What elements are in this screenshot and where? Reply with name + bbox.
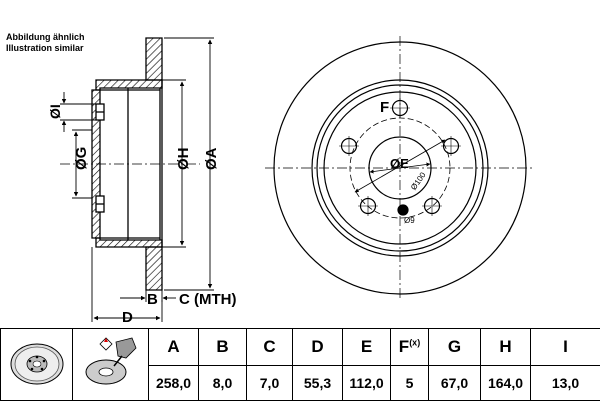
value-D: 55,3 — [293, 366, 343, 401]
tighten-thumbnail — [73, 329, 149, 401]
friction-ring-top — [146, 38, 162, 80]
value-E: 112,0 — [343, 366, 391, 401]
header-G: G — [429, 329, 481, 366]
label-E: ØE — [390, 156, 409, 171]
header-B: B — [199, 329, 247, 366]
note-illustration-de: Abbildung ähnlich — [6, 32, 85, 43]
value-H: 164,0 — [481, 366, 531, 401]
locator-hole — [398, 205, 408, 215]
value-A: 258,0 — [149, 366, 199, 401]
label-D: D — [122, 309, 133, 326]
label-G: ØG — [73, 147, 90, 170]
label-B: B — [147, 291, 158, 308]
brake-disc-icon — [5, 332, 69, 392]
label-C: C (MTH) — [179, 291, 236, 308]
label-F: F — [380, 99, 389, 116]
header-F: F(x) — [391, 329, 429, 366]
value-I: 13,0 — [531, 366, 600, 401]
header-E: E — [343, 329, 391, 366]
value-C: 7,0 — [247, 366, 293, 401]
header-D: D — [293, 329, 343, 366]
header-A: A — [149, 329, 199, 366]
label-hole: Ø9 — [404, 216, 415, 225]
header-C: C — [247, 329, 293, 366]
label-I: ØI — [47, 104, 63, 119]
friction-ring-bottom — [146, 247, 162, 290]
value-F: 5 — [391, 366, 429, 401]
label-H: ØH — [175, 148, 192, 171]
disc-thumbnail — [1, 329, 73, 401]
value-G: 67,0 — [429, 366, 481, 401]
label-pcd: Ø100 — [409, 170, 428, 192]
label-A: ØA — [203, 147, 220, 170]
note-illustration-en: Illustration similar — [6, 43, 84, 54]
header-I: I — [531, 329, 600, 366]
value-B: 8,0 — [199, 366, 247, 401]
tighten-hand-icon — [76, 332, 146, 392]
header-H: H — [481, 329, 531, 366]
spec-table: A B C D E F(x) G H I 258,0 8,0 7,0 55,3 … — [0, 328, 600, 401]
